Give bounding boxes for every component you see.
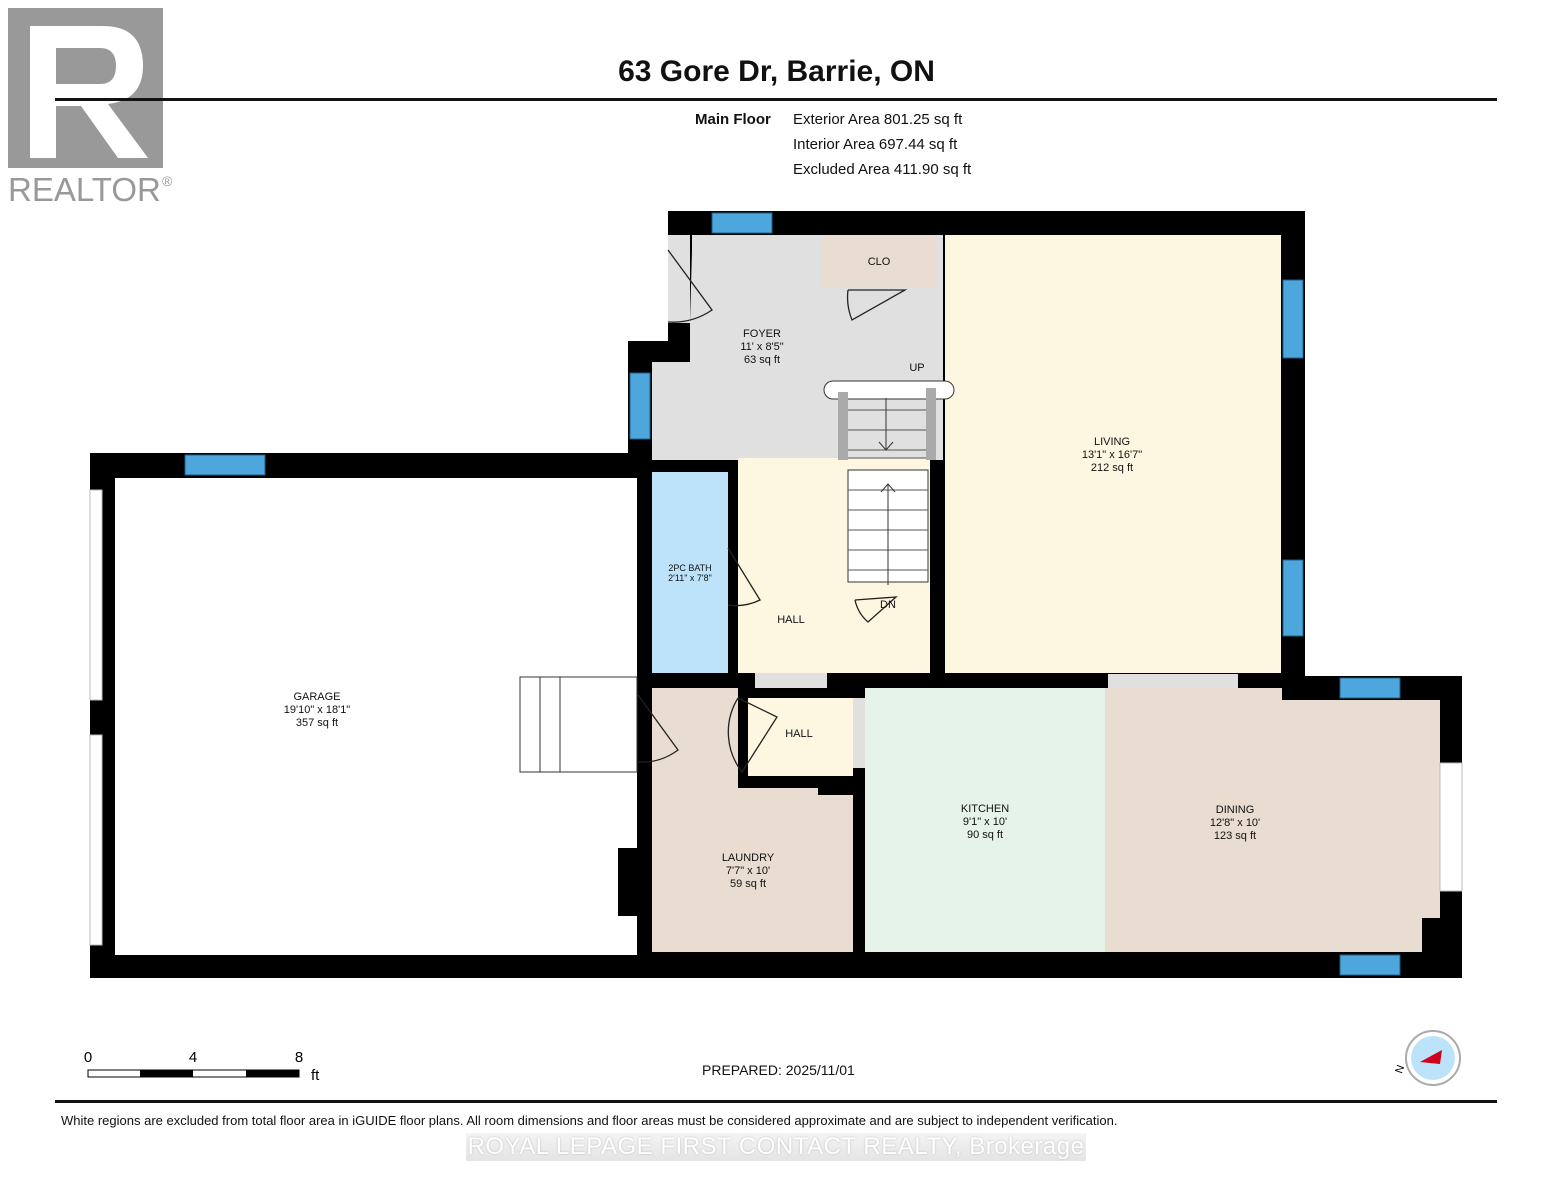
exterior-area: Exterior Area 801.25 sq ft xyxy=(793,111,963,128)
windows xyxy=(184,212,1401,976)
compass-icon: N xyxy=(1393,1030,1461,1086)
bath-name: 2PC BATH xyxy=(668,563,711,573)
bath-room xyxy=(652,472,728,673)
dining-name: DINING xyxy=(1216,804,1255,816)
living-room xyxy=(945,235,1281,673)
prepared-date: PREPARED: 2025/11/01 xyxy=(702,1062,855,1078)
dining-area: 123 sq ft xyxy=(1214,830,1256,842)
living-dims: 13'1" x 16'7" xyxy=(1082,449,1142,461)
floor-label: Main Floor xyxy=(695,111,771,128)
garage-area: 357 sq ft xyxy=(296,717,338,729)
clo-name: CLO xyxy=(868,256,891,268)
excluded-area: Excluded Area 411.90 sq ft xyxy=(793,161,972,178)
dn-label: DN xyxy=(880,599,896,611)
interior-area: Interior Area 697.44 sq ft xyxy=(793,136,958,153)
garage-dims: 19'10" x 18'1" xyxy=(284,704,351,716)
garage-name: GARAGE xyxy=(293,691,340,703)
scale-unit: ft xyxy=(311,1067,320,1084)
scale-tick-0: 0 xyxy=(84,1049,92,1066)
kitchen-area: 90 sq ft xyxy=(967,829,1003,841)
laundry-dims: 7'7" x 10' xyxy=(726,865,770,877)
laundry-name: LAUNDRY xyxy=(722,852,775,864)
disclaimer: White regions are excluded from total fl… xyxy=(61,1113,1118,1128)
realtor-logo: REALTOR ® xyxy=(8,8,173,208)
footer-divider xyxy=(55,1100,1497,1103)
scale-tick-8: 8 xyxy=(295,1049,303,1066)
laundry-room xyxy=(652,688,853,952)
hall2-name: HALL xyxy=(785,728,813,740)
header-divider xyxy=(55,98,1497,101)
kitchen-dims: 9'1" x 10' xyxy=(963,816,1007,828)
living-area: 212 sq ft xyxy=(1091,462,1133,474)
floor-plan: FOYER 11' x 8'5" 63 sq ft CLO UP DN LIVI… xyxy=(89,211,1463,978)
up-label: UP xyxy=(909,362,924,374)
scale-bar: 0 4 8 ft xyxy=(84,1049,320,1084)
doors xyxy=(637,249,908,774)
compass-label: N xyxy=(1393,1064,1407,1076)
living-name: LIVING xyxy=(1094,436,1130,448)
kitchen-room xyxy=(865,688,1105,952)
realtor-logo-text: REALTOR xyxy=(8,171,161,208)
svg-text:®: ® xyxy=(162,173,173,189)
hall-name: HALL xyxy=(777,614,805,626)
dining-room xyxy=(1105,688,1440,952)
kitchen-name: KITCHEN xyxy=(961,803,1009,815)
laundry-area: 59 sq ft xyxy=(730,878,766,890)
dining-dims: 12'8" x 10' xyxy=(1210,817,1260,829)
foyer-name: FOYER xyxy=(743,328,781,340)
bath-dims: 2'11" x 7'8" xyxy=(668,573,712,583)
brokerage-watermark: ROYAL LEPAGE FIRST CONTACT REALTY, Broke… xyxy=(466,1133,1086,1161)
scale-tick-4: 4 xyxy=(189,1049,197,1066)
clo-room xyxy=(822,236,935,288)
foyer-room xyxy=(652,235,943,460)
foyer-dims: 11' x 8'5" xyxy=(740,341,783,353)
foyer-area: 63 sq ft xyxy=(744,354,780,366)
page-title: 63 Gore Dr, Barrie, ON xyxy=(618,55,935,88)
